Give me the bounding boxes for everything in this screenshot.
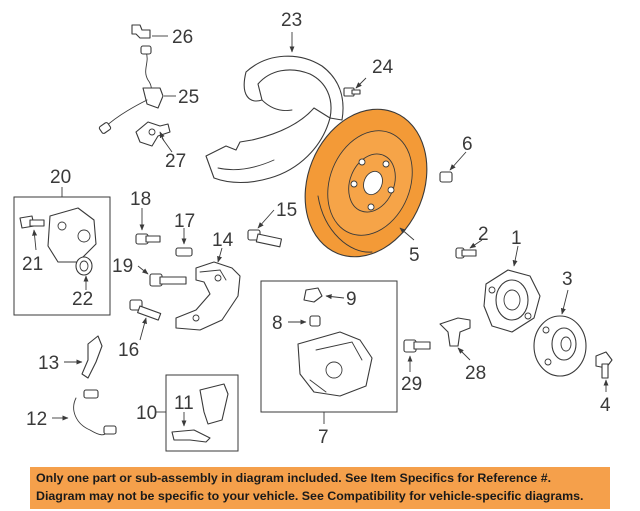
part-17-pin: 17 [174, 211, 195, 257]
part-18-bolt: 18 [130, 189, 161, 245]
callout-7: 7 [318, 427, 329, 448]
callout-12: 12 [26, 409, 47, 430]
callout-22: 22 [72, 289, 93, 310]
callout-21: 21 [22, 254, 43, 275]
disclaimer-line-2: Diagram may not be specific to your vehi… [36, 488, 584, 503]
callout-13: 13 [38, 353, 59, 374]
part-19-bolt: 19 [112, 256, 187, 287]
callout-15: 15 [276, 200, 297, 221]
callout-25: 25 [178, 87, 199, 108]
part-2-stud: 2 [455, 224, 489, 259]
callout-8: 8 [272, 313, 283, 334]
disclaimer-line-1: Only one part or sub-assembly in diagram… [36, 471, 552, 485]
part-16-bolt: 16 [118, 299, 162, 361]
part-23-splash-shield: 23 [205, 10, 344, 184]
part-12-wear-sensor: 12 [26, 389, 117, 436]
part-15-bolt: 15 [247, 200, 297, 248]
callout-14: 14 [212, 230, 234, 251]
callout-16: 16 [118, 340, 139, 361]
callout-4: 4 [600, 395, 611, 416]
part-6-bolt: 6 [439, 134, 473, 183]
part-4-bolt: 4 [595, 351, 613, 416]
callout-17: 17 [174, 211, 195, 232]
callout-23: 23 [281, 10, 302, 31]
part-29-bolt: 29 [401, 339, 431, 395]
part-25-sensor-harness: 25 [98, 45, 199, 134]
part-27-bracket: 27 [135, 121, 186, 172]
part-1-hub-bearing: 1 [483, 228, 541, 333]
callout-24: 24 [372, 57, 394, 78]
part-5-brake-rotor: 5 [304, 108, 428, 266]
callout-28: 28 [465, 363, 486, 384]
callout-2: 2 [478, 224, 489, 245]
part-3-hub-flange: 3 [533, 269, 587, 377]
part-14-caliper-bracket: 14 [175, 230, 241, 331]
callout-18: 18 [130, 189, 151, 210]
callout-6: 6 [462, 134, 473, 155]
callout-5: 5 [409, 245, 420, 266]
part-28-bracket: 28 [439, 317, 486, 384]
callout-26: 26 [172, 27, 193, 48]
callout-3: 3 [562, 269, 573, 290]
group-20: 20 21 22 [13, 167, 111, 316]
callout-27: 27 [165, 151, 186, 172]
callout-29: 29 [401, 374, 422, 395]
callout-9: 9 [346, 289, 357, 310]
callout-20: 20 [50, 167, 71, 188]
disclaimer-banner: Only one part or sub-assembly in diagram… [30, 467, 610, 509]
callout-1: 1 [511, 228, 522, 249]
group-10: 10 11 [136, 374, 239, 452]
part-26-clip: 26 [131, 24, 193, 48]
callout-10: 10 [136, 403, 157, 424]
callout-11: 11 [174, 393, 194, 414]
part-24-bolt: 24 [343, 57, 394, 97]
group-7: 7 9 8 [260, 280, 398, 448]
callout-19: 19 [112, 256, 133, 277]
part-13-bracket: 13 [38, 335, 103, 379]
